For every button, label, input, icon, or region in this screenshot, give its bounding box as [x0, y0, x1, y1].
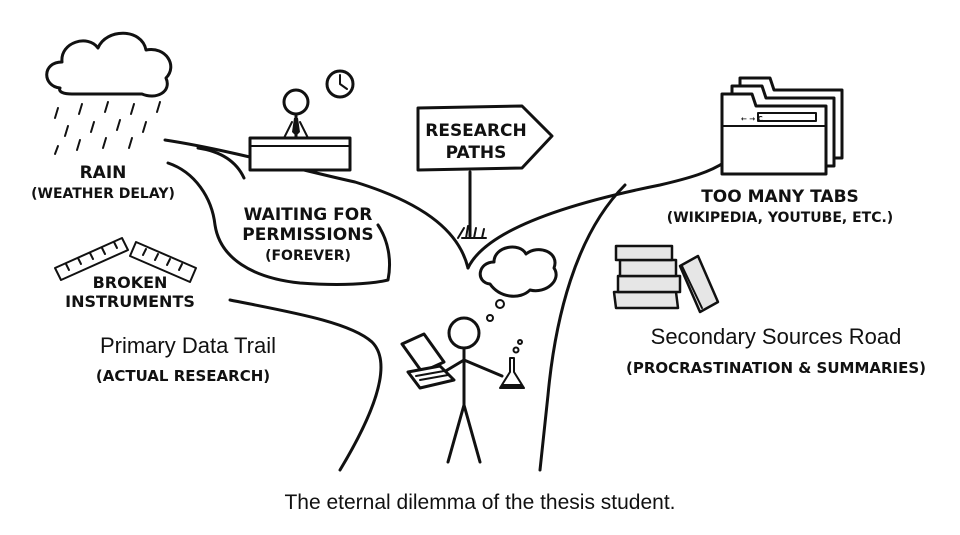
ruler-left-half: [54, 237, 129, 281]
caption: The eternal dilemma of the thesis studen…: [284, 491, 675, 514]
rain-label: RAIN: [80, 163, 127, 183]
thought-bubble: [478, 245, 558, 322]
student-legs: [446, 403, 482, 464]
primary-path-note: (ACTUAL RESEARCH): [96, 367, 270, 385]
broken-line1: BROKEN: [93, 273, 168, 292]
waiting-line2: PERMISSIONS: [242, 225, 373, 245]
tabs-note: (WIKIPEDIA, YOUTUBE, ETC.): [667, 210, 893, 226]
tab-window-front: [720, 92, 828, 176]
book-2: [616, 274, 682, 294]
desk: [248, 136, 352, 172]
raindrops: [54, 101, 161, 155]
signpost-line1: RESEARCH: [425, 121, 527, 141]
waiting-line1: WAITING FOR: [244, 205, 373, 225]
secondary-path-note: (PROCRASTINATION & SUMMARIES): [626, 359, 926, 377]
upper-left-trail-bottom: [166, 161, 392, 286]
browser-tabs-stack: [720, 76, 844, 176]
laptop-icon: [400, 332, 456, 390]
left-path-outer-edge: [163, 138, 470, 270]
cloud-icon: [45, 31, 173, 98]
signpost: [416, 104, 554, 239]
tabs-label: TOO MANY TABS: [701, 187, 859, 207]
rain-cloud: [45, 31, 173, 155]
book-leaning: [678, 254, 720, 314]
rain-note: (WEATHER DELAY): [31, 186, 175, 202]
book-1: [612, 290, 680, 310]
browser-nav-icons: ← → C: [741, 115, 763, 123]
clerk-arms: [283, 121, 309, 139]
clock-icon: [325, 69, 355, 99]
address-bar: [757, 112, 817, 122]
upper-left-trail-top: [196, 146, 246, 180]
primary-path-title: Primary Data Trail: [100, 333, 276, 358]
broken-ruler-icon: [54, 237, 197, 283]
broken-line2: INSTRUMENTS: [65, 292, 195, 311]
flask-icon: [499, 339, 525, 389]
center-path-right-edge: [466, 160, 727, 270]
clerk-tie: [292, 118, 300, 136]
middle-path-left-edge: [228, 298, 383, 472]
signpost-board: [416, 104, 554, 172]
paths-lines: [163, 138, 727, 472]
waiting-note: (FOREVER): [265, 248, 351, 264]
thesis-student: [400, 316, 525, 464]
permissions-desk: [248, 69, 355, 172]
books-stack-icon: [612, 244, 720, 314]
student-head: [447, 316, 481, 350]
right-road-inner-edge: [538, 183, 627, 472]
secondary-path-title: Secondary Sources Road: [651, 324, 902, 349]
book-4: [614, 244, 674, 262]
clerk-head: [282, 88, 310, 116]
ruler-right-half: [129, 241, 197, 283]
signpost-grass: [457, 225, 487, 239]
book-3: [618, 258, 678, 278]
signpost-line2: PATHS: [446, 143, 507, 163]
